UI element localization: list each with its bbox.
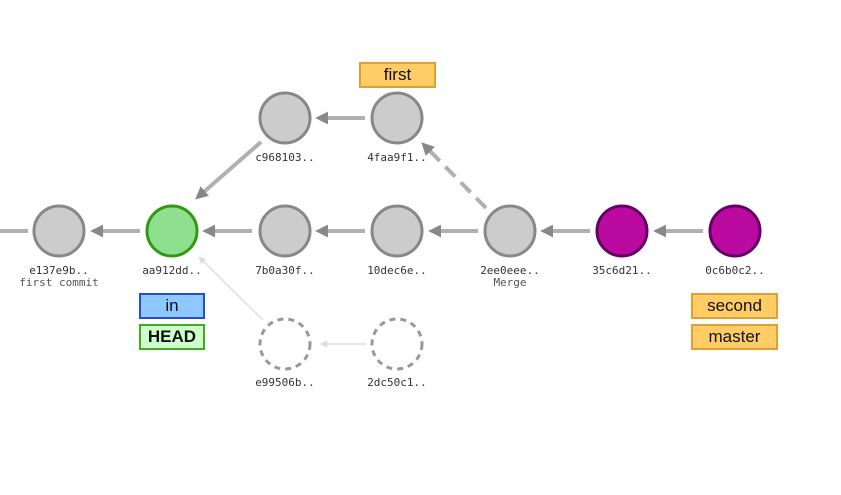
commit-id: e137e9b.. [29, 264, 89, 277]
commit-node-0c6b0c2[interactable] [708, 204, 762, 258]
commit-id: 2dc50c1.. [367, 376, 427, 389]
head-tag[interactable]: HEAD [139, 324, 205, 350]
commit-id: aa912dd.. [142, 264, 202, 277]
nodes [32, 91, 762, 371]
commit-id: 2ee0eee.. [480, 264, 540, 277]
branch-tag-second[interactable]: second [691, 293, 778, 319]
edge-c968103-aa912dd [195, 140, 263, 200]
commit-node-e137e9b[interactable] [32, 204, 86, 258]
commit-id: 7b0a30f.. [255, 264, 315, 277]
commit-message: Merge [493, 276, 526, 289]
commit-id: 4faa9f1.. [367, 151, 427, 164]
commit-node-4faa9f1[interactable] [370, 91, 424, 145]
commit-message: first commit [19, 276, 98, 289]
edge-2ee0eee-4faa9f1 [421, 142, 488, 210]
branch-tag-first[interactable]: first [359, 62, 436, 88]
commit-labels: e137e9b.. first commit aa912dd.. 7b0a30f… [19, 151, 765, 389]
edge-e99506b-aa912dd [198, 256, 264, 321]
commit-node-35c6d21[interactable] [595, 204, 649, 258]
edges [0, 111, 703, 348]
commit-node-aa912dd[interactable] [145, 204, 199, 258]
commit-id: 0c6b0c2.. [705, 264, 765, 277]
commit-id: c968103.. [255, 151, 315, 164]
commit-node-e99506b[interactable] [258, 317, 312, 371]
branch-tag-master[interactable]: master [691, 324, 778, 350]
commit-node-2dc50c1[interactable] [370, 317, 424, 371]
commit-id: 10dec6e.. [367, 264, 427, 277]
commit-id: 35c6d21.. [592, 264, 652, 277]
commit-node-7b0a30f[interactable] [258, 204, 312, 258]
commit-node-c968103[interactable] [258, 91, 312, 145]
commit-node-2ee0eee[interactable] [483, 204, 537, 258]
commit-node-10dec6e[interactable] [370, 204, 424, 258]
commit-id: e99506b.. [255, 376, 315, 389]
branch-tag-in[interactable]: in [139, 293, 205, 319]
